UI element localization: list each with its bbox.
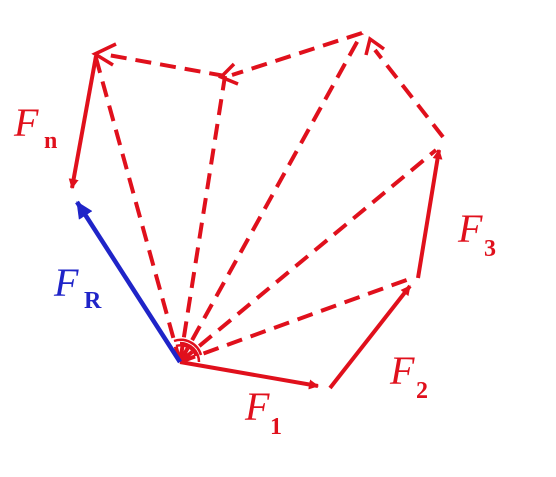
vector-f3 <box>416 149 443 279</box>
label-f1: F 1 <box>244 384 282 440</box>
label-f2: F 2 <box>389 348 428 404</box>
dashed-side-1 <box>373 48 445 139</box>
arrowhead-side-2 <box>217 62 239 86</box>
arrowhead-side-1 <box>364 36 386 56</box>
dashed-arrowheads <box>91 36 386 86</box>
label-fn-sub: n <box>44 128 57 154</box>
label-f2-sub: 2 <box>416 378 428 404</box>
label-fr-sub: R <box>84 288 102 314</box>
arrowhead-side-3 <box>91 42 117 67</box>
label-fr: F R <box>53 260 102 314</box>
construction-lines <box>94 31 445 364</box>
label-f2-main: F <box>389 348 415 393</box>
dashed-line-to-vertex-a <box>178 75 227 363</box>
resultant-vector <box>75 200 182 364</box>
dashed-side-2 <box>231 31 363 77</box>
label-fr-main: F <box>53 260 79 305</box>
label-fn-main: F <box>13 100 39 145</box>
dashed-line-to-vertex-d <box>179 276 413 364</box>
label-f3: F 3 <box>457 206 496 262</box>
dashed-line-to-vertex-b <box>178 32 364 363</box>
label-f1-sub: 1 <box>270 414 282 440</box>
label-f3-sub: 3 <box>484 236 496 262</box>
vector-fn <box>68 55 98 189</box>
force-vectors <box>68 55 443 390</box>
dashed-side-3 <box>107 53 226 78</box>
label-f3-main: F <box>457 206 483 251</box>
vector-f2 <box>328 284 412 390</box>
label-fn: F n <box>13 100 57 154</box>
label-f1-main: F <box>244 384 270 429</box>
dashed-line-to-vertex-c <box>178 148 438 364</box>
angle-marks <box>173 338 203 363</box>
dashed-line-to-vertex-n <box>94 57 182 363</box>
vector-f1 <box>179 360 319 390</box>
